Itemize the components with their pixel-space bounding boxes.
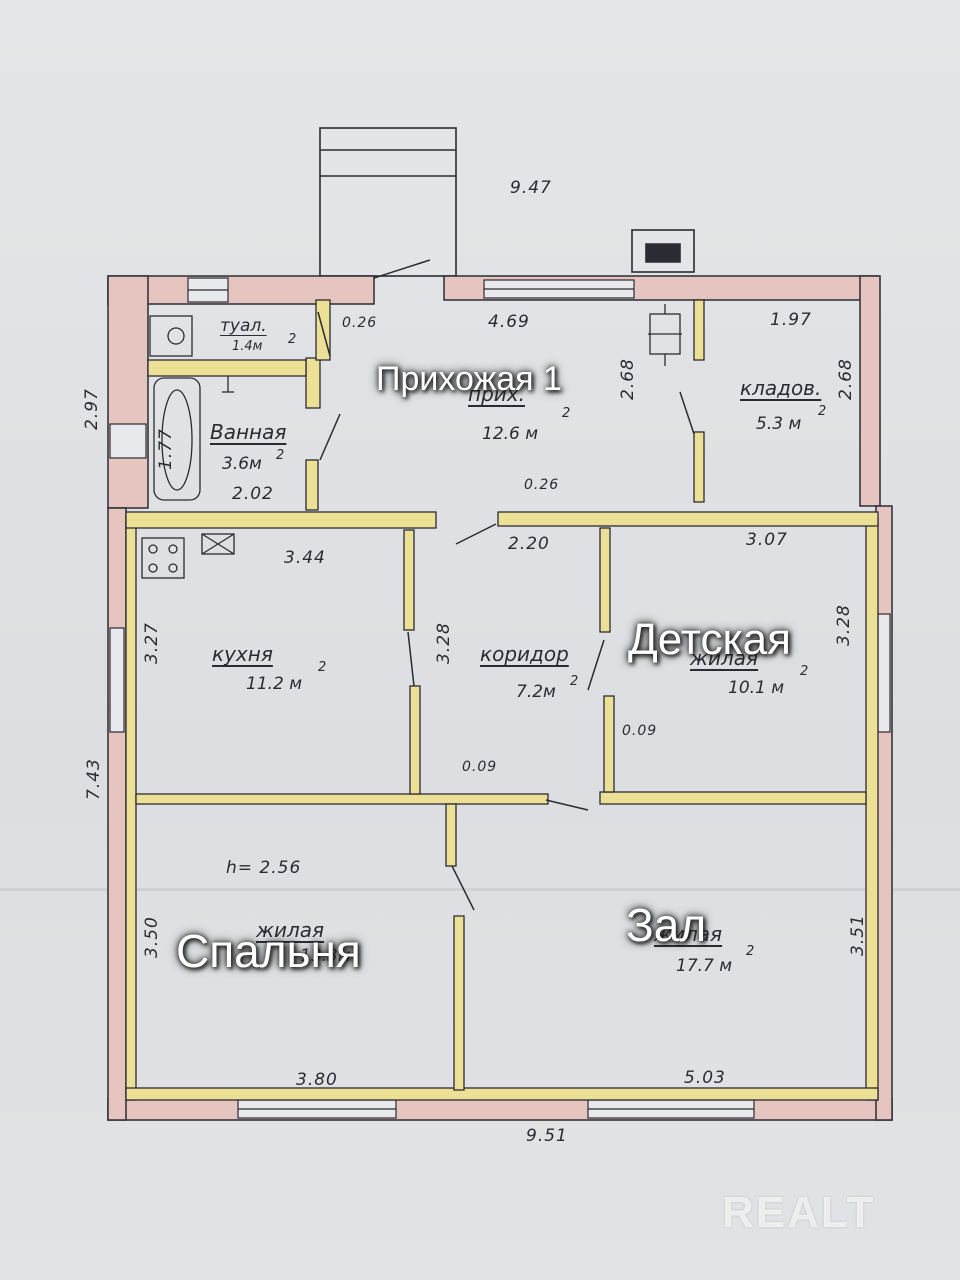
pantry-name: кладов. (740, 376, 822, 400)
dim-left-height: 7.43 (84, 758, 104, 800)
kids-name: жилая (690, 646, 759, 670)
bath-width: 2.02 (232, 484, 274, 504)
porch-steps (319, 127, 457, 277)
corridor-height: 3.28 (434, 622, 454, 664)
kids-width: 3.07 (746, 530, 788, 550)
dim-top-width: 9.47 (510, 178, 552, 198)
doors (317, 259, 695, 911)
toilet-area: 1.4м (232, 339, 263, 354)
bath-name: Ванная (210, 420, 287, 444)
overlay-living-label: Зал (626, 899, 707, 951)
pantry-area: 5.3 м (756, 414, 802, 434)
kids-area: 10.1 м (728, 678, 785, 698)
hall-area-sup: 2 (562, 406, 571, 421)
pantry-height: 2.68 (836, 358, 856, 400)
dim-left-top: 2.97 (82, 388, 102, 430)
bedroom-area: 13.3м (300, 946, 351, 966)
bath-area: 3.6м (222, 454, 262, 474)
inner-walls (125, 299, 879, 1101)
toilet-name: туал. (220, 316, 267, 336)
pantry-width: 1.97 (770, 310, 812, 330)
toilet-area-sup: 2 (288, 332, 297, 347)
dim-wall-009-b: 0.09 (462, 759, 498, 775)
kitchen-name: кухня (212, 642, 273, 666)
fixtures (141, 304, 682, 579)
hall-height: 2.68 (618, 358, 638, 400)
bedroom-width: 3.80 (296, 1070, 338, 1090)
corridor-area: 7.2м (516, 682, 556, 702)
kitchen-area-sup: 2 (318, 660, 327, 675)
corridor-area-sup: 2 (570, 674, 579, 689)
living-area: 17.7 м (676, 956, 733, 976)
paper-fold-line (0, 888, 960, 891)
kitchen-height: 3.27 (142, 622, 162, 664)
hall-name: прих. (468, 382, 525, 406)
corridor-name: коридор (480, 642, 569, 666)
living-name: жилая (654, 922, 723, 946)
kitchen-area: 11.2 м (246, 674, 303, 694)
dim-wall-026-b: 0.26 (524, 477, 560, 493)
bedroom-height: 3.50 (142, 916, 162, 958)
kids-area-sup: 2 (800, 664, 809, 679)
bedroom-name: жилая (256, 918, 325, 942)
ceiling-height: h= 2.56 (226, 858, 302, 878)
living-width: 5.03 (684, 1068, 726, 1088)
overlay-hall-label: Прихожая 1 (376, 360, 562, 398)
corridor-width: 2.20 (508, 534, 550, 554)
overlay-kids-label: Детская (628, 615, 791, 664)
bath-height: 1.77 (156, 428, 176, 470)
pantry-area-sup: 2 (818, 404, 827, 419)
living-height: 3.51 (848, 914, 868, 956)
bath-area-sup: 2 (276, 448, 285, 463)
kitchen-width: 3.44 (284, 548, 326, 568)
dim-bottom-width: 9.51 (526, 1126, 568, 1146)
realt-watermark-logo: REALT (722, 1188, 876, 1237)
dim-wall-009-a: 0.09 (622, 723, 658, 739)
living-area-sup: 2 (746, 944, 755, 959)
hall-area: 12.6 м (482, 424, 539, 444)
kids-height: 3.28 (834, 604, 854, 646)
overlay-bedroom-label: Спальня (176, 925, 361, 977)
dim-wall-026-a: 0.26 (342, 315, 378, 331)
hall-width: 4.69 (488, 312, 530, 332)
